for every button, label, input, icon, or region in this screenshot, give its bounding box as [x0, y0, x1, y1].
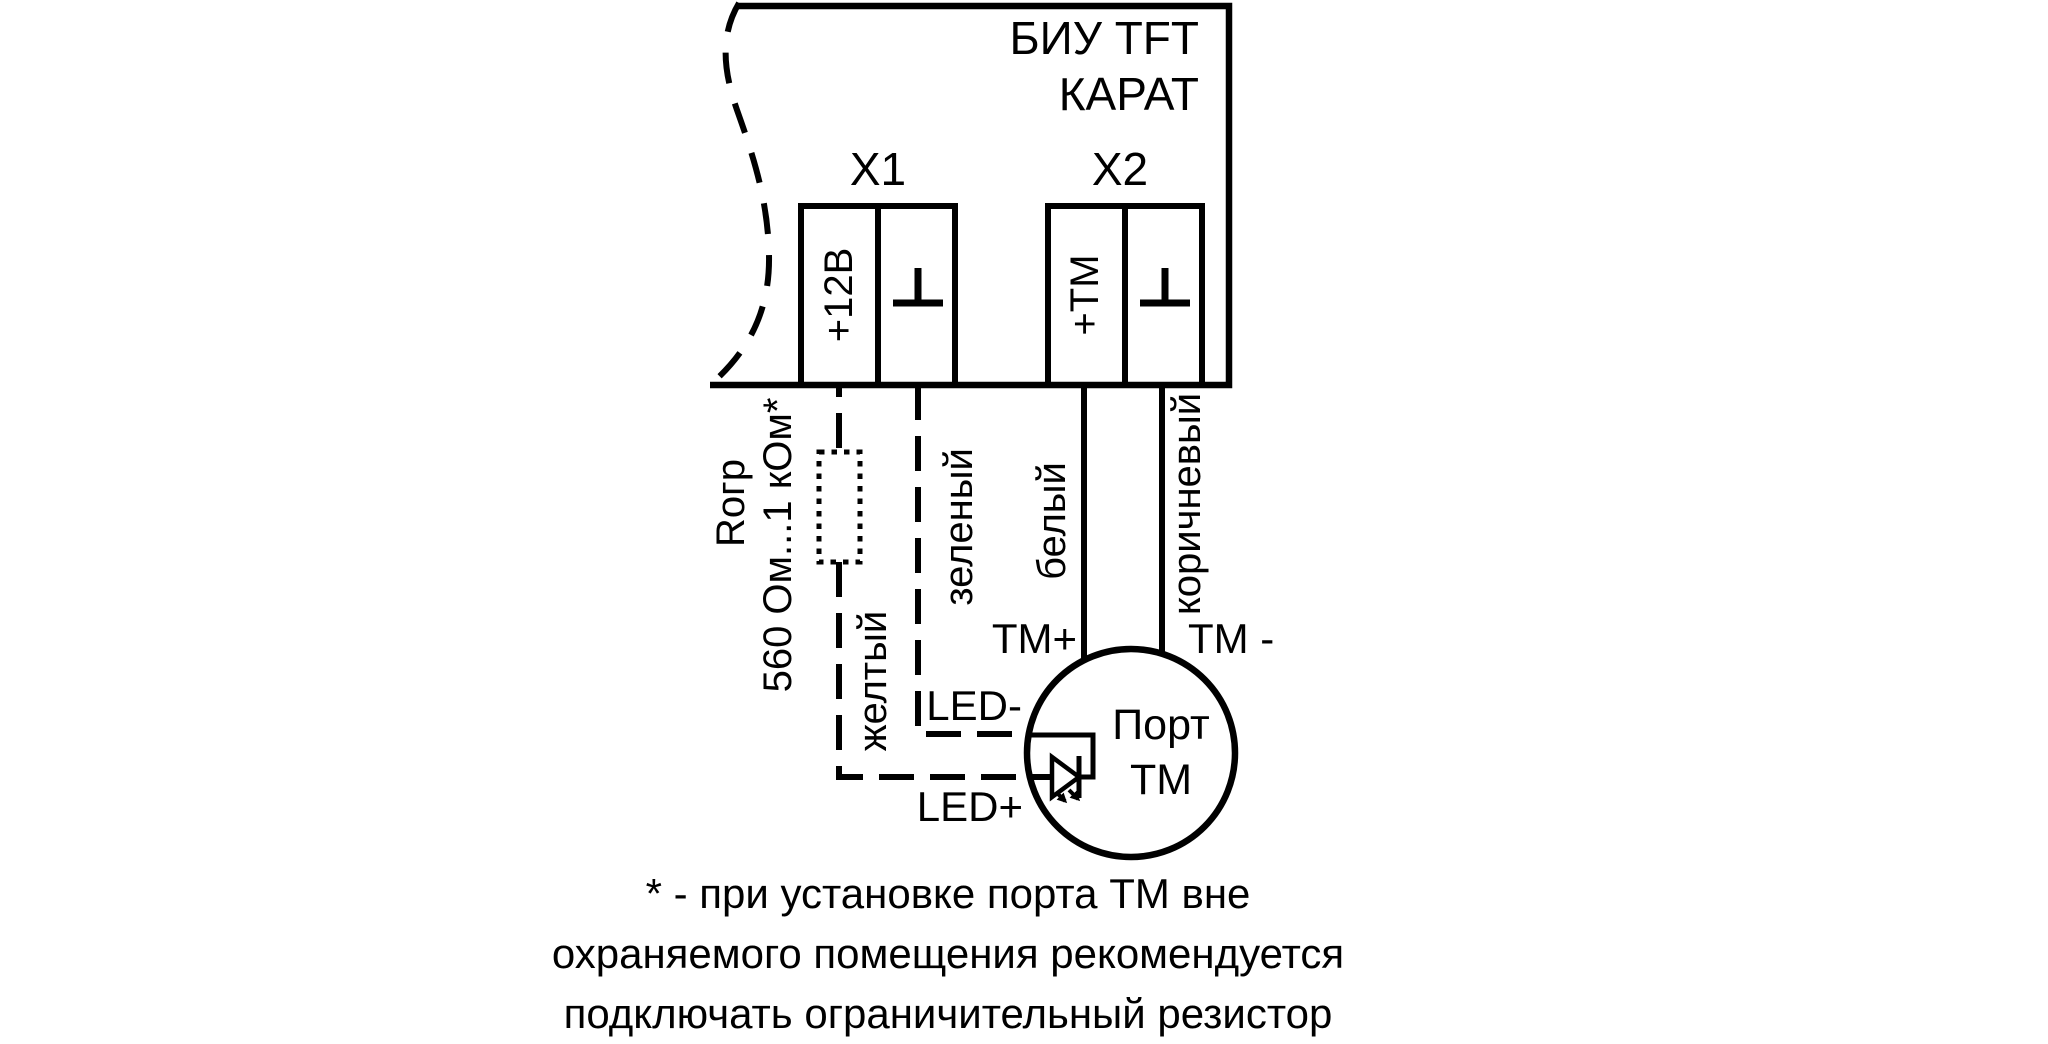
resistor-symbol	[816, 449, 863, 565]
wire-green-label: зеленый	[937, 448, 981, 606]
footnote-line2: охраняемого помещения рекомендуется	[551, 930, 1345, 977]
connector-x1-label: X1	[849, 143, 907, 195]
led-emission-arrow	[1067, 788, 1081, 802]
device-title-line2: КАРАТ	[1058, 68, 1199, 120]
pin-tm-minus-label: ТМ -	[1188, 615, 1275, 662]
pin-led-minus-label: LED-	[926, 682, 1022, 729]
footnote: * - при установке порта ТМ вне охраняемо…	[448, 864, 1448, 1044]
ground-icon	[1140, 268, 1190, 307]
wire-green-led-minus	[915, 385, 1026, 737]
device-title: БИУ TFT КАРАТ	[1009, 10, 1199, 122]
device-title-line1: БИУ TFT	[1009, 12, 1199, 64]
terminal-tm-label: +ТМ	[1063, 254, 1107, 336]
wire-brown-label: коричневый	[1165, 392, 1209, 616]
led-emission-arrow	[1054, 790, 1068, 804]
port-tm-circle	[1023, 645, 1239, 861]
device-outline	[710, 2, 1233, 389]
terminal-12v-label: +12В	[817, 247, 861, 343]
led-pocket	[1028, 732, 1096, 780]
torn-edge	[708, 1, 773, 388]
ground-icon	[893, 268, 943, 307]
connector-x2-label: X2	[1091, 143, 1149, 195]
resistor-value: 560 Ом...1 кОм*	[756, 397, 800, 693]
resistor-name: Rогр	[709, 459, 753, 547]
port-tm-label-line1: Порт	[1112, 701, 1210, 749]
wire-white-label: белый	[1030, 462, 1074, 580]
footnote-line3: подключать ограничительный резистор	[563, 990, 1333, 1037]
port-tm-label-line2: ТМ	[1129, 756, 1193, 804]
port-tm-label: Порт ТМ	[1061, 698, 1261, 808]
footnote-line1: * - при установке порта ТМ вне	[645, 870, 1251, 917]
pin-tm-plus-label: ТМ+	[991, 615, 1077, 662]
wire-yellow-led-plus	[836, 562, 1052, 780]
pin-led-plus-label: LED+	[916, 783, 1023, 830]
